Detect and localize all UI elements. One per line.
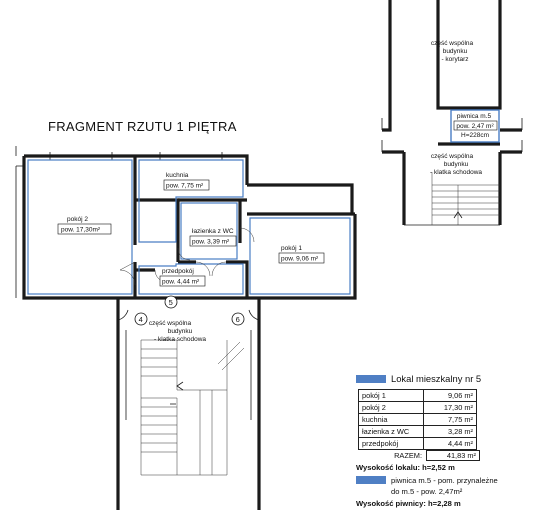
svg-text:łazienka z WC: łazienka z WC	[192, 228, 234, 235]
total-label: RAZEM:	[394, 450, 422, 460]
area-value: 4,44 m²	[423, 437, 477, 450]
area-name: pokój 1	[358, 389, 424, 402]
area-value: 3,28 m²	[423, 425, 477, 438]
marker-5: 5	[164, 295, 178, 309]
svg-text:pow. 7,75 m²: pow. 7,75 m²	[166, 183, 204, 190]
svg-text:- klatka schodowa: - klatka schodowa	[430, 169, 482, 176]
room-label-pokoj2: pokój 2 pow. 17,30m²	[57, 216, 112, 235]
svg-text:część wspólna: część wspólna	[149, 320, 192, 327]
area-value: 7,75 m²	[423, 413, 477, 426]
svg-text:część wspólna: część wspólna	[431, 153, 474, 160]
room-label-pokoj1: pokój 1 pow. 9,06 m²	[278, 245, 325, 264]
basement-plan: część wspólna budynku - korytarz piwnica…	[381, 0, 523, 226]
svg-text:H=228cm: H=228cm	[461, 132, 489, 139]
basement-legend: piwnica m.5 - pom. przynależne do m.5 - …	[356, 475, 526, 497]
area-name: kuchnia	[358, 413, 424, 426]
svg-text:przedpokój: przedpokój	[162, 268, 194, 275]
svg-text:4: 4	[139, 315, 143, 324]
svg-text:5: 5	[169, 298, 173, 307]
svg-text:budynku: budynku	[168, 328, 193, 335]
marker-6: 6	[231, 312, 245, 326]
area-value: 17,30 m²	[423, 401, 477, 414]
room-label-kuchnia: kuchnia pow. 7,75 m²	[163, 172, 210, 191]
svg-text:pow. 17,30m²: pow. 17,30m²	[61, 227, 101, 234]
svg-text:- klatka schodowa: - klatka schodowa	[154, 336, 206, 343]
basement-color-swatch	[356, 475, 386, 484]
apartment-color-swatch	[356, 374, 386, 383]
svg-text:część wspólna: część wspólna	[431, 40, 474, 47]
svg-text:piwnica m.5: piwnica m.5	[457, 113, 492, 120]
svg-text:pokój 2: pokój 2	[67, 216, 88, 223]
svg-text:kuchnia: kuchnia	[166, 172, 189, 179]
apartment-boundary	[27, 159, 351, 295]
area-name: pokój 2	[358, 401, 424, 414]
svg-text:pow. 4,44 m²: pow. 4,44 m²	[162, 279, 200, 286]
legend-title: Lokal mieszkalny nr 5	[391, 372, 482, 384]
room-label-lazienka: łazienka z WC pow. 3,39 m²	[189, 228, 237, 247]
stairwell: część wspólna budynku - klatka schodowa	[116, 298, 261, 510]
total-row: RAZEM: 41,83 m²	[358, 449, 526, 462]
marker-4: 4	[134, 312, 148, 326]
basement-legend-line1: piwnica m.5 - pom. przynależne	[391, 475, 498, 485]
total-value: 41,83 m²	[426, 449, 480, 462]
svg-text:budynku: budynku	[444, 161, 469, 168]
basement-legend-line2: do m.5 - pow. 2,47m²	[391, 486, 463, 496]
svg-text:pokój 1: pokój 1	[281, 245, 302, 252]
area-name: łazienka z WC	[358, 425, 424, 438]
svg-text:- korytarz: - korytarz	[441, 56, 468, 63]
svg-text:pow. 9,06 m²: pow. 9,06 m²	[281, 256, 319, 263]
svg-text:pow. 3,39 m²: pow. 3,39 m²	[192, 239, 230, 246]
apartment-walls	[15, 146, 357, 300]
plan-title: FRAGMENT RZUTU 1 PIĘTRA	[48, 119, 237, 134]
legend-header: Lokal mieszkalny nr 5	[356, 372, 526, 385]
area-value: 9,06 m²	[423, 389, 477, 402]
room-label-przedpokoj: przedpokój pow. 4,44 m²	[159, 268, 206, 287]
area-name: przedpokój	[358, 437, 424, 450]
basement-height: Wysokość piwnicy: h=2,28 m	[356, 498, 461, 508]
svg-text:6: 6	[236, 315, 240, 324]
apartment-height: Wysokość lokalu: h=2,52 m	[356, 463, 455, 472]
svg-text:pow. 2,47 m²: pow. 2,47 m²	[456, 123, 494, 130]
svg-text:budynku: budynku	[443, 48, 468, 55]
